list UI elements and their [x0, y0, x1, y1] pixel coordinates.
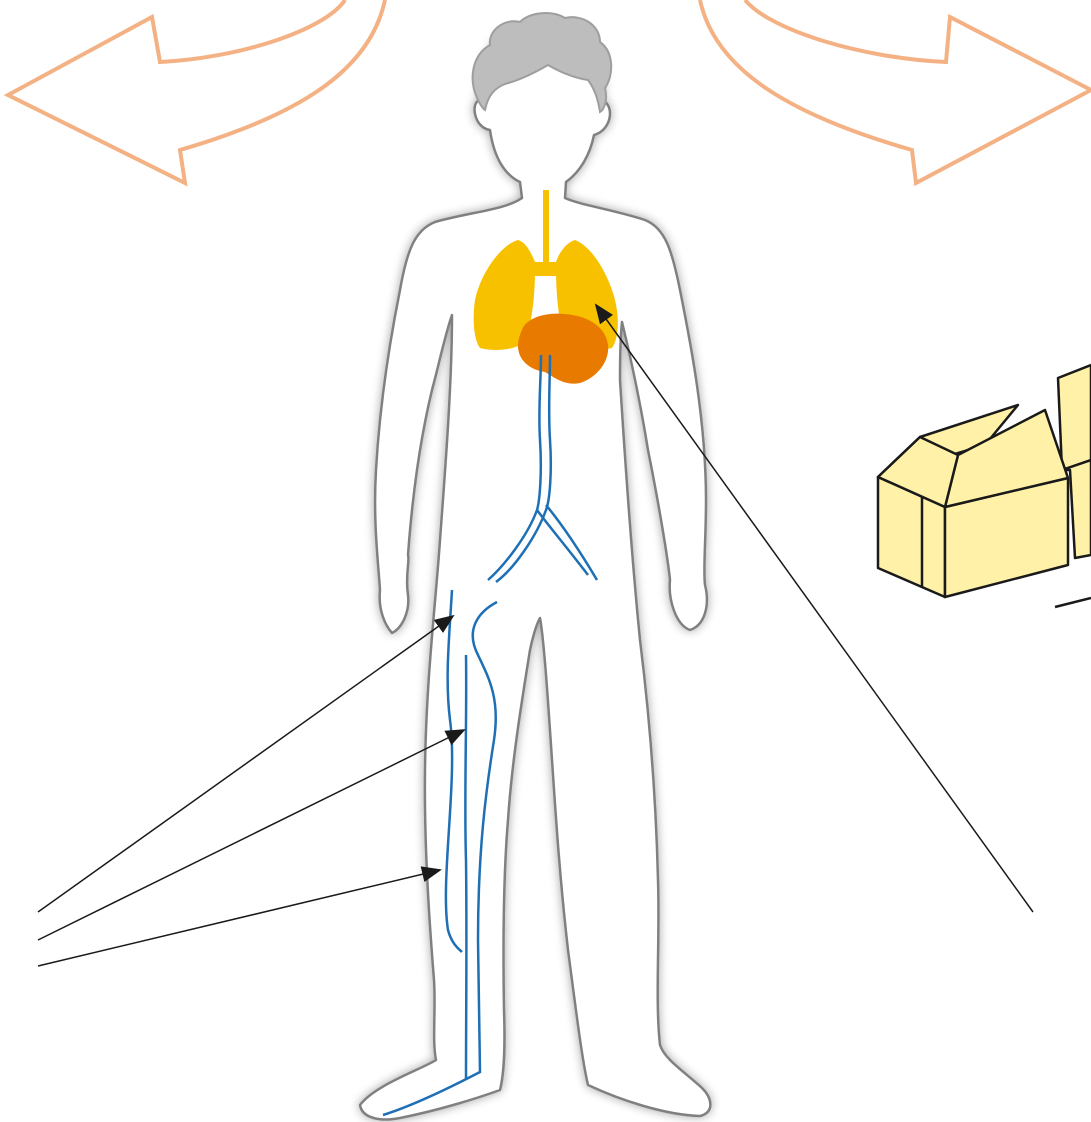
pointer-line-middle	[38, 730, 464, 940]
curved-arrow-right-icon	[700, 0, 1091, 183]
human-body-icon	[360, 26, 710, 1119]
pointer-line-lower	[38, 870, 440, 966]
pointer-line-upper	[38, 616, 453, 912]
curved-arrow-left-icon	[8, 0, 385, 183]
pointer-line-lungs	[596, 305, 1033, 912]
cardboard-boxes-icon	[878, 365, 1091, 607]
trachea-icon	[543, 190, 549, 270]
